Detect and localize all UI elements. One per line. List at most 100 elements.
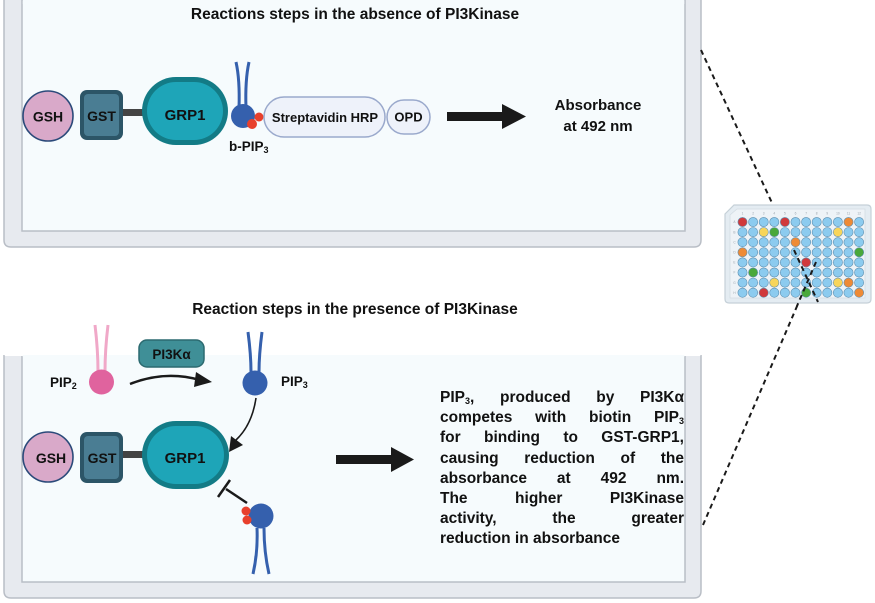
plate-well-b3 — [758, 227, 769, 237]
plate-well-f5 — [780, 267, 790, 278]
plate-column-label: 9 — [826, 212, 828, 216]
description-text: causing reduction of the — [440, 449, 684, 467]
gst-label: GST — [87, 108, 116, 124]
plate-well-f10 — [833, 267, 843, 278]
plate-well-h11 — [843, 287, 854, 298]
plate-well-g11 — [843, 277, 854, 288]
plate-well-b8 — [811, 227, 822, 237]
plate-well-b6 — [790, 227, 801, 237]
plate-column-label: 8 — [816, 212, 818, 216]
plate-well-f9 — [822, 267, 833, 278]
plate-well-d11 — [843, 247, 854, 258]
plate-column-label: 2 — [752, 212, 754, 216]
biotin-dot — [241, 506, 251, 516]
gsh-bead: GSH — [22, 90, 74, 142]
plate-row-label: A — [733, 220, 736, 224]
plate-well-g3 — [758, 277, 769, 288]
top-result-arrow — [447, 104, 526, 129]
streptavidin-hrp: Streptavidin HRP — [263, 96, 386, 138]
plate-well-a12 — [854, 217, 864, 227]
biotin-dot — [242, 515, 252, 525]
top-panel-title: Reactions steps in the absence of PI3Kin… — [191, 6, 520, 23]
plate-well-a3 — [758, 217, 769, 227]
plate-well-b2 — [748, 227, 758, 237]
bottom-gst-tag: GST — [80, 432, 123, 483]
plate-well-g5 — [780, 277, 790, 288]
description-subscript: 3 — [678, 416, 684, 427]
pi3k-alpha-enzyme: PI3Kα — [138, 339, 205, 368]
plate-well-d3 — [758, 247, 769, 258]
bpip3-label: b-PIP3 — [229, 139, 269, 155]
plate-well-c6 — [790, 237, 801, 248]
plate-well-a8 — [811, 217, 822, 227]
plate-column-label: 12 — [857, 212, 861, 216]
plate-well-b12 — [854, 227, 864, 237]
zoom-line-top — [700, 49, 819, 303]
gst-tag: GST — [80, 90, 123, 140]
plate-well-d7 — [801, 247, 811, 258]
plate-well-c7 — [801, 237, 811, 248]
plate-well-g1 — [737, 277, 748, 288]
plate-well-c10 — [833, 237, 843, 248]
plate-well-h3 — [758, 287, 769, 298]
description-text: for binding to GST-GRP1, — [440, 429, 684, 447]
plate-well-e2 — [748, 257, 758, 268]
plate-well-d1 — [737, 247, 748, 258]
grp1-label: GRP1 — [165, 107, 206, 124]
zoom-line-bottom-overlay — [796, 261, 817, 307]
description-line: for binding to GST-GRP1, — [440, 428, 684, 448]
plate-well-e7 — [801, 257, 811, 268]
plate-well-b1 — [737, 227, 748, 237]
plate-well-e10 — [833, 257, 843, 268]
plate-well-a1 — [737, 217, 748, 227]
biotin-dot — [247, 119, 257, 129]
plate-well-b11 — [843, 227, 854, 237]
opd-label: OPD — [394, 110, 422, 125]
bottom-biotin-pip3-lipid — [241, 503, 274, 575]
plate-row-label: B — [733, 230, 735, 234]
plate-well-d10 — [833, 247, 843, 258]
grp1-protein: GRP1 — [142, 77, 228, 145]
description-line: competes with biotin PIP3 — [440, 408, 684, 428]
gsh-label: GSH — [33, 109, 63, 125]
plate-well-c2 — [748, 237, 758, 248]
plate-well-e11 — [843, 257, 854, 268]
plate-well-h6 — [790, 287, 801, 298]
plate-well-b9 — [822, 227, 833, 237]
plate-row-label: G — [733, 281, 736, 285]
plate-row-label: C — [733, 240, 736, 244]
binding-arrow — [235, 397, 257, 441]
description-line: The higher PI3Kinase — [440, 489, 684, 509]
plate-well-h2 — [748, 287, 758, 298]
description-subscript: 3 — [464, 396, 470, 406]
plate-well-h12 — [854, 287, 864, 298]
plate-well-h10 — [833, 287, 843, 298]
bottom-well-frame — [3, 353, 702, 599]
plate-column-label: 10 — [836, 212, 840, 216]
plate-row-label: F — [734, 271, 736, 275]
plate-well-f12 — [854, 267, 864, 278]
plate-well-f3 — [758, 267, 769, 278]
plate-well-d12 — [854, 247, 864, 258]
description-line: causing reduction of the — [440, 449, 684, 469]
plate-well-f4 — [769, 267, 780, 278]
pip3-label: PIP3 — [281, 374, 308, 390]
biotin-dot — [254, 112, 264, 122]
zoom-line-top-overlay — [793, 249, 819, 303]
plate-well-c3 — [758, 237, 769, 248]
plate-well-f6 — [790, 267, 801, 278]
plate-well-c9 — [822, 237, 833, 248]
inhibition-bar — [216, 479, 248, 505]
description-text: PIP — [440, 389, 465, 406]
description-line: activity, the greater — [440, 509, 684, 529]
plate-column-label: 1 — [742, 212, 744, 216]
streptavidin-label: Streptavidin HRP — [272, 110, 379, 125]
plate-well-g8 — [811, 277, 822, 288]
plate-well-g10 — [833, 277, 843, 288]
plate-well-d2 — [748, 247, 758, 258]
description-line: PIP3, produced by PI3Kα — [440, 388, 684, 408]
plate-row-label: H — [733, 291, 736, 295]
plate-row-label: E — [733, 261, 735, 265]
